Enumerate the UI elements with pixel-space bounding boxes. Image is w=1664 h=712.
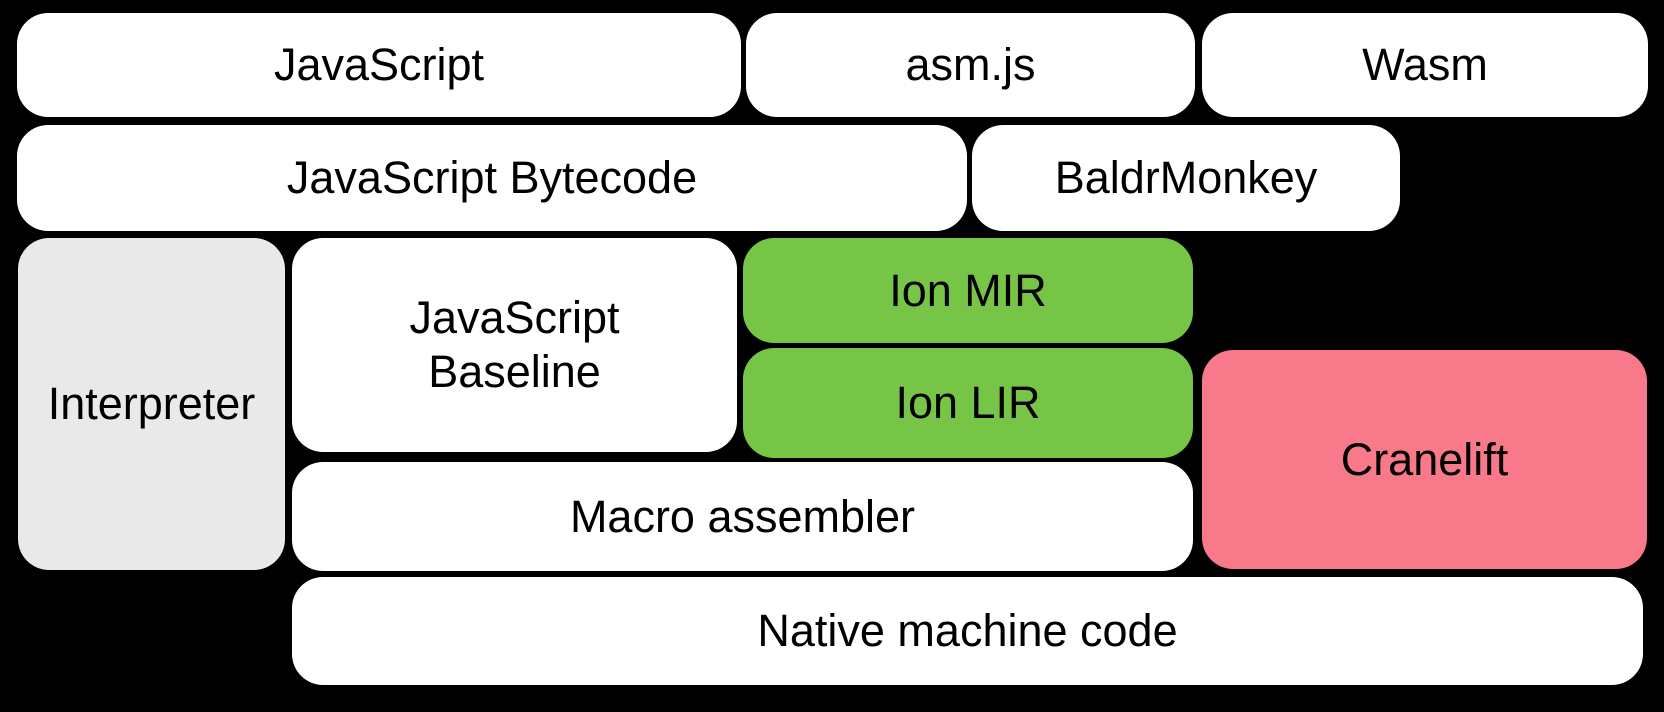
node-macro-assembler: Macro assembler xyxy=(292,462,1193,571)
node-ion-mir: Ion MIR xyxy=(743,238,1193,343)
node-native-machine-code: Native machine code xyxy=(292,577,1643,685)
node-ion-lir: Ion LIR xyxy=(743,348,1193,458)
node-wasm: Wasm xyxy=(1202,13,1648,117)
node-javascript: JavaScript xyxy=(17,13,741,117)
node-interpreter: Interpreter xyxy=(18,238,285,570)
node-javascript-baseline: JavaScript Baseline xyxy=(292,238,737,452)
node-javascript-bytecode: JavaScript Bytecode xyxy=(17,125,967,231)
node-asm-js: asm.js xyxy=(746,13,1195,117)
node-cranelift: Cranelift xyxy=(1202,350,1647,569)
node-baldrmonkey: BaldrMonkey xyxy=(972,125,1400,231)
